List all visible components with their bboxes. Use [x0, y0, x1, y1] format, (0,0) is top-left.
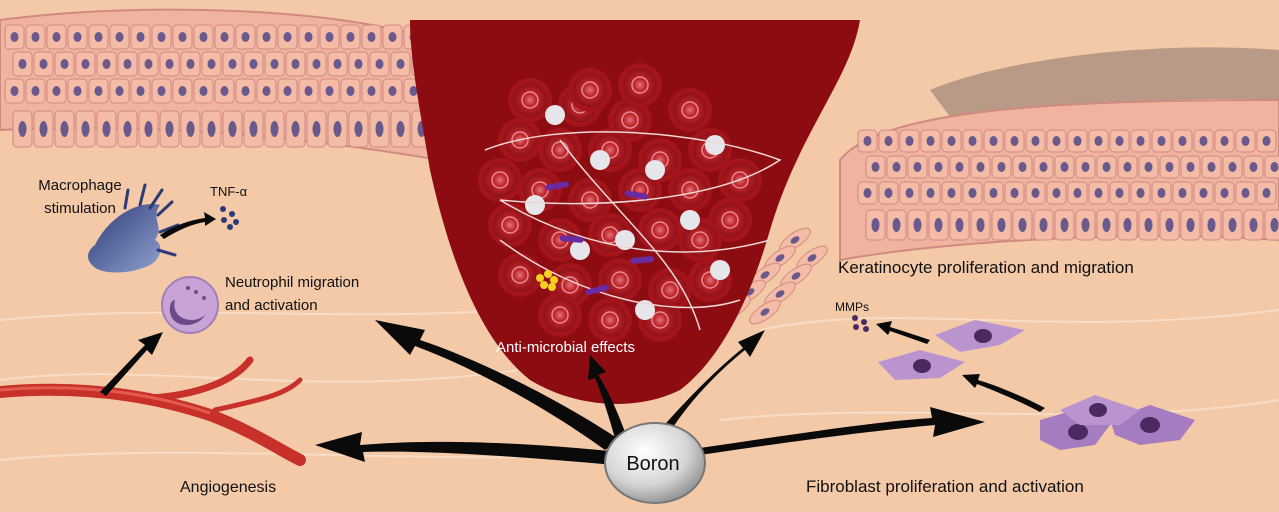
keratinocyte-cells-right — [857, 129, 1279, 241]
neutrophil-label-line2: and activation — [225, 297, 318, 314]
fibroblast-label: Fibroblast proliferation and activation — [806, 477, 1084, 496]
keratinocyte-cells-left — [4, 24, 432, 148]
antimicrobial-label: Anti-microbial effects — [496, 339, 635, 356]
macrophage-icon — [88, 183, 180, 273]
blood-vessel-icon — [0, 356, 306, 466]
macrophage-label-line1: Macrophage — [38, 177, 121, 194]
keratinocyte-label: Keratinocyte proliferation and migration — [838, 258, 1134, 277]
angiogenesis-label: Angiogenesis — [180, 479, 276, 496]
neutrophil-label-line1: Neutrophil migration — [225, 274, 359, 291]
boron-label: Boron — [626, 453, 679, 475]
boron-effect-arrows — [100, 212, 1045, 465]
boron-sphere-icon — [604, 422, 706, 504]
fibroblast-icon — [878, 320, 1195, 450]
neutrophil-icon — [161, 276, 219, 334]
blood-clot — [478, 63, 782, 342]
mmps-label: MMPs — [835, 300, 869, 314]
mmp-molecules — [852, 315, 869, 332]
tnf-molecules — [220, 206, 239, 230]
macrophage-label-line2: stimulation — [44, 200, 116, 217]
tnf-label: TNF-α — [210, 184, 248, 199]
